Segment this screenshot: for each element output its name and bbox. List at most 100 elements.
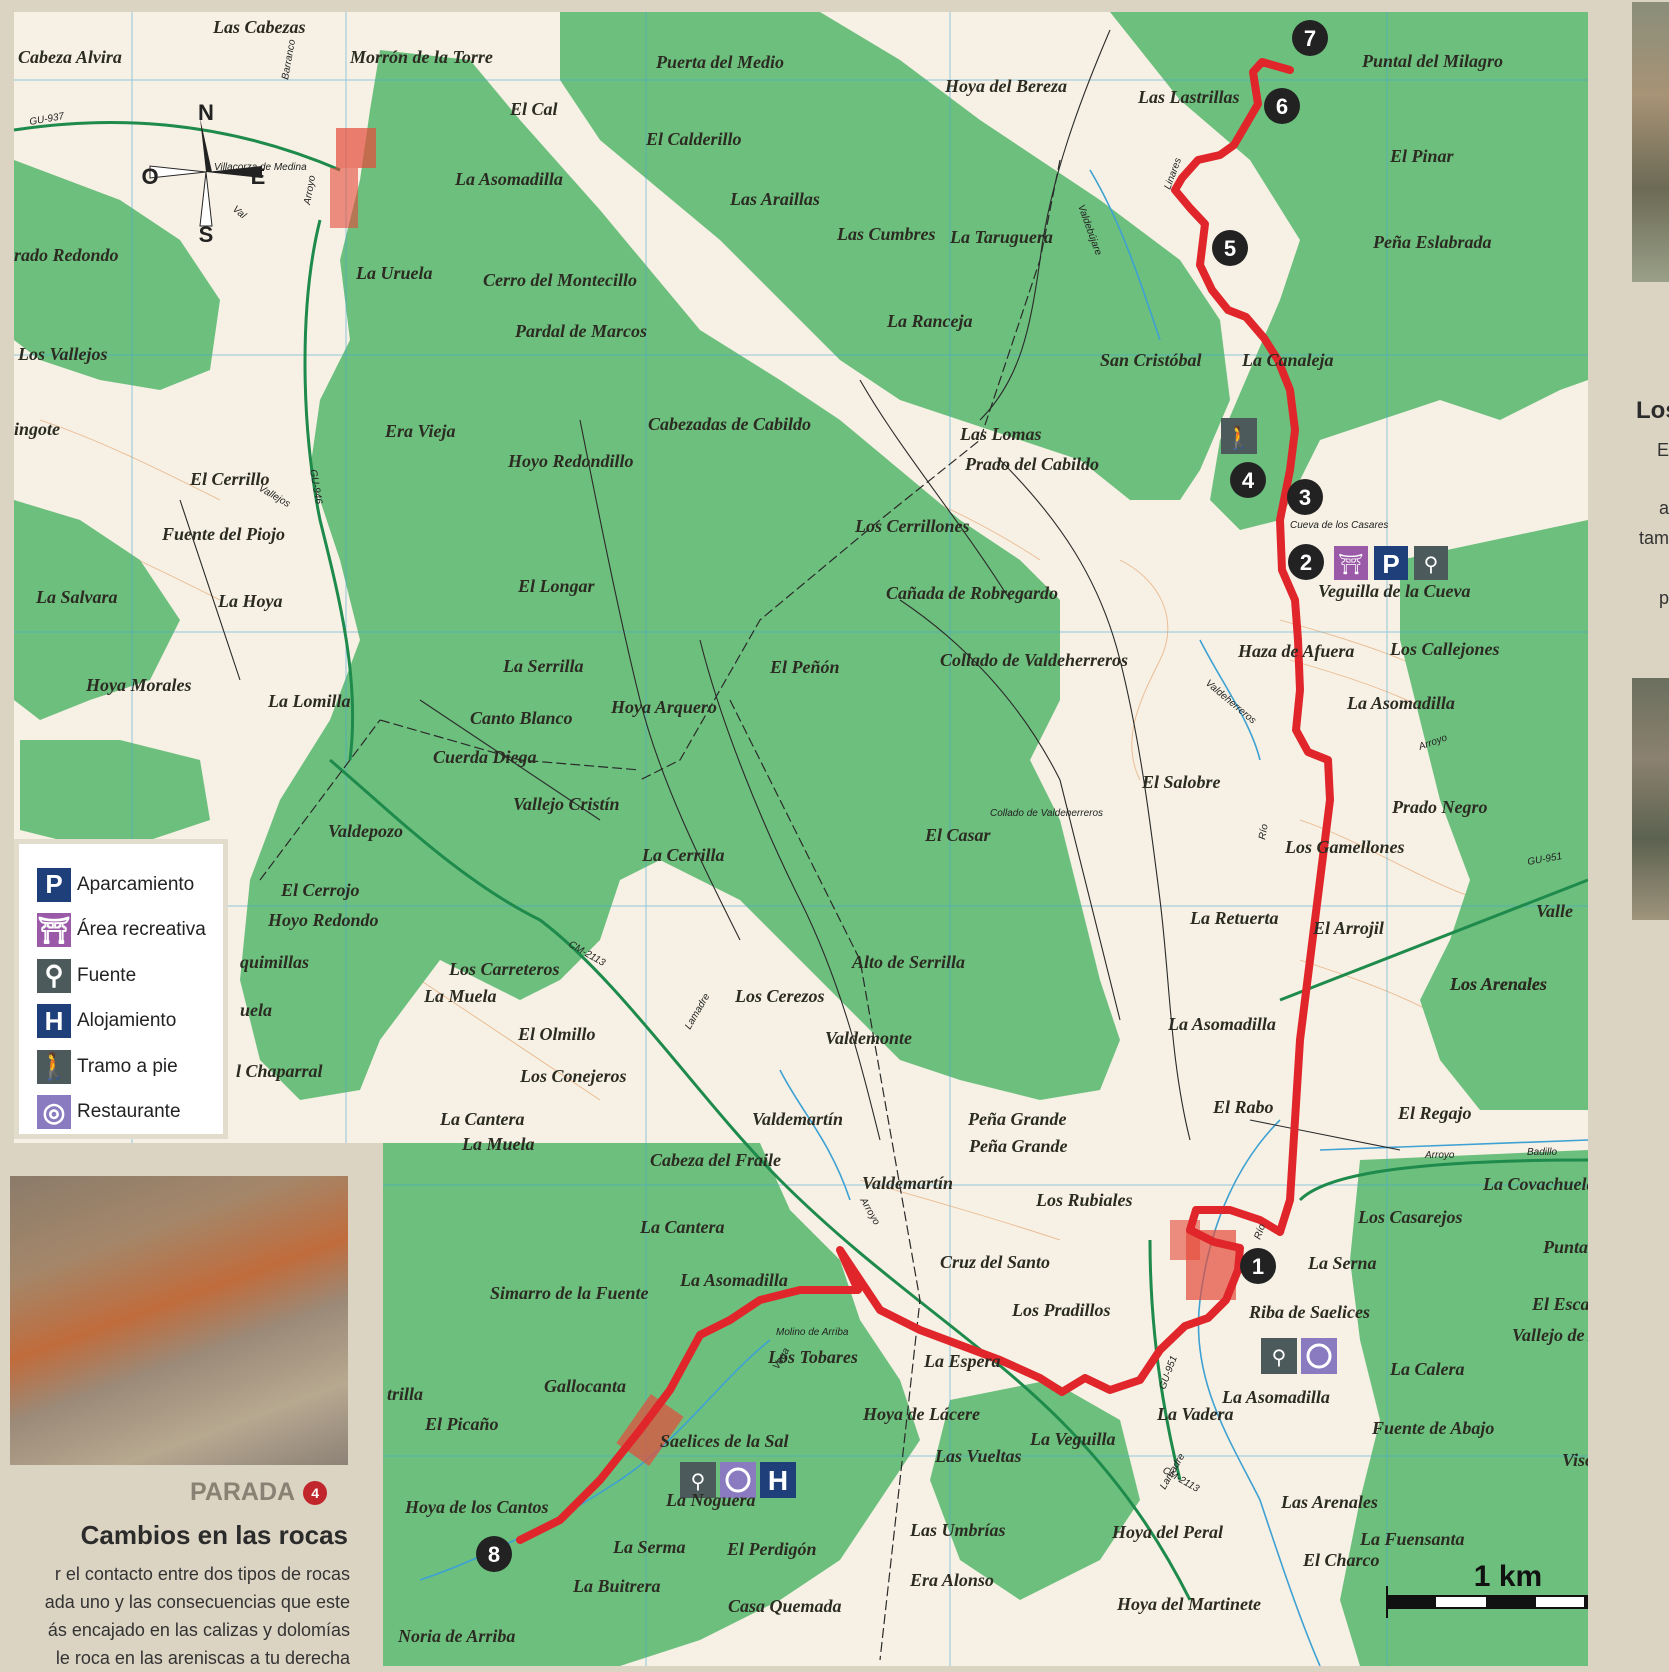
route-stops: 7 6 5 4 3 2 1 8 — [476, 20, 1328, 1572]
svg-text:P: P — [1382, 549, 1399, 579]
place-label: Prado Negro — [1391, 797, 1488, 817]
place-label: Era Vieja — [384, 421, 456, 441]
place-label: La Veguilla — [1029, 1429, 1116, 1449]
feature-label: Cueva de los Casares — [1290, 520, 1388, 531]
right-column-line: tam — [1638, 528, 1669, 548]
place-label: Cabeza Alvira — [18, 47, 122, 67]
place-label: l Chaparral — [236, 1061, 323, 1081]
place-label: La Cerrilla — [641, 845, 725, 865]
feature-label: Molino de Arriba — [776, 1327, 849, 1338]
legend-label: Alojamiento — [77, 1010, 177, 1032]
place-label: La Ranceja — [886, 311, 973, 331]
forest-areas — [14, 12, 1588, 1666]
legend-label: Restaurante — [77, 1101, 181, 1123]
stop-8-marker[interactable]: 8 — [476, 1536, 512, 1572]
place-label: Las Cumbres — [836, 224, 936, 244]
scale-label: 1 km — [1474, 1560, 1542, 1593]
place-label: Los Cerrillones — [854, 516, 970, 536]
svg-text:⚲: ⚲ — [1424, 552, 1439, 576]
stop-7-marker[interactable]: 7 — [1292, 20, 1328, 56]
place-label: El Olmillo — [517, 1024, 596, 1044]
place-label: Las Lastrillas — [1137, 87, 1240, 107]
route-line — [516, 58, 1334, 1544]
place-label: La Espera — [923, 1351, 1001, 1371]
place-label: La Covachuela — [1482, 1174, 1596, 1194]
rock-photo — [10, 1176, 348, 1465]
compass-east: E — [251, 164, 266, 189]
tracks — [179, 29, 1401, 1151]
walking-section-icon: 🚶 — [1221, 418, 1257, 454]
place-label: Valdemartín — [752, 1109, 843, 1129]
svg-text:5: 5 — [1224, 236, 1236, 261]
svg-text:⚲: ⚲ — [691, 1469, 706, 1493]
place-label: La Asomadilla — [1221, 1387, 1330, 1407]
place-label: uela — [240, 1000, 272, 1020]
place-label: Hoyo Redondo — [267, 910, 379, 930]
place-label: Hoya del Bereza — [944, 76, 1067, 96]
place-label: La Retuerta — [1189, 908, 1279, 928]
svg-text:7: 7 — [1304, 26, 1316, 51]
place-label: Alto de Serrilla — [851, 952, 965, 972]
place-label: Hoya del Martinete — [1116, 1594, 1261, 1614]
place-label: Los Rubiales — [1035, 1190, 1133, 1210]
place-label: El Casar — [924, 825, 992, 845]
svg-text:4: 4 — [1242, 468, 1255, 493]
feature-label: Río — [1257, 823, 1271, 841]
place-label: La Muela — [423, 986, 497, 1006]
right-photo-bottom — [1632, 678, 1669, 920]
legend-item-walking-section: 🚶 Tramo a pie — [37, 1044, 223, 1090]
feature-label: Río — [1252, 1222, 1268, 1241]
place-label: El Calderillo — [645, 129, 742, 149]
stop-2-marker[interactable]: 2 — [1288, 544, 1324, 580]
compass-west: O — [141, 164, 158, 189]
legend-item-fountain: ⚲ Fuente — [37, 953, 223, 999]
stop-description: r el contacto entre dos tipos de rocas a… — [0, 1560, 350, 1672]
right-column-title: Los — [1636, 397, 1669, 424]
svg-text:8: 8 — [488, 1542, 500, 1567]
place-label: Los Arenales — [1449, 974, 1547, 994]
stop-1-marker[interactable]: 1 — [1240, 1248, 1276, 1284]
place-label: La Calera — [1389, 1359, 1465, 1379]
stop-4-marker[interactable]: 4 — [1230, 462, 1266, 498]
stop-3-marker[interactable]: 3 — [1287, 479, 1323, 515]
roads — [13, 120, 1589, 1601]
legend-label: Fuente — [77, 964, 137, 986]
place-label: Casa Quemada — [728, 1596, 842, 1616]
place-label: El Charco — [1302, 1550, 1380, 1570]
place-label: La Noguera — [665, 1490, 756, 1510]
feature-label: Arroyo — [1424, 1150, 1455, 1161]
map-pictograms: 🚶 ⛩ P ⚲ ⚲ ⚲ H — [680, 418, 1448, 1498]
place-label: Cruz del Santo — [940, 1252, 1050, 1272]
svg-text:6: 6 — [1276, 94, 1288, 119]
place-label: Cabezadas de Cabildo — [648, 414, 811, 434]
stop-6-marker[interactable]: 6 — [1264, 88, 1300, 124]
svg-text:🚶: 🚶 — [1225, 425, 1252, 451]
place-label: Los Carreteros — [448, 959, 560, 979]
place-label: Las Arenales — [1280, 1492, 1378, 1512]
place-label: Gallocanta — [544, 1376, 626, 1396]
lodging-icon: H — [760, 1462, 796, 1498]
place-label: Fuente de Abajo — [1371, 1418, 1494, 1438]
place-label: La Canaleja — [1241, 350, 1334, 370]
place-label: Hoya del Peral — [1111, 1522, 1223, 1542]
place-label: Las Cabezas — [212, 17, 306, 37]
map-legend: P Aparcamiento ⛩ Área recreativa ⚲ Fuent… — [14, 839, 228, 1139]
utm-grid — [14, 12, 1588, 1666]
place-label: Valdepozo — [328, 821, 403, 841]
place-label: La Uruela — [355, 263, 433, 283]
svg-text:2: 2 — [1300, 550, 1312, 575]
place-label: La Taruguera — [949, 227, 1053, 247]
place-label: Valle — [1536, 901, 1573, 921]
place-label: Las Lomas — [959, 424, 1042, 444]
place-label: Los Pradillos — [1011, 1300, 1111, 1320]
place-label: Los Cerezos — [734, 986, 825, 1006]
place-label: Peña Grande — [968, 1136, 1068, 1156]
stop-title: Cambios en las rocas — [80, 1520, 348, 1550]
stop-description-line: ada uno y las consecuencias que este — [44, 1592, 350, 1612]
place-label: Riba de Saelices — [1248, 1302, 1370, 1322]
compass-rose: N S E O — [141, 100, 265, 247]
place-label: Los Casarejos — [1357, 1207, 1463, 1227]
place-label: Hoya de Lácere — [862, 1404, 980, 1424]
stop-5-marker[interactable]: 5 — [1212, 230, 1248, 266]
